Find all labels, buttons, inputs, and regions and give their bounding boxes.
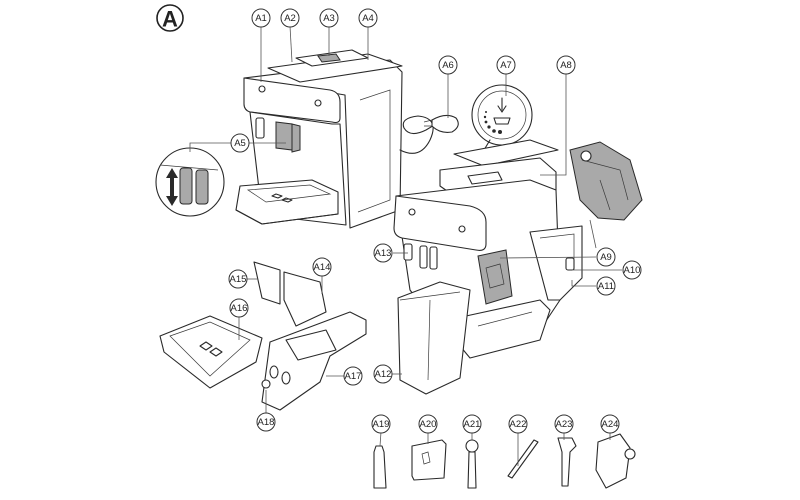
callout-label: A7	[500, 60, 512, 71]
callout-bubble	[343, 366, 363, 386]
callout-label: A9	[600, 252, 612, 263]
callout-a18-drip-tray-full-indicator: A18	[256, 412, 276, 432]
callout-label: A21	[464, 419, 481, 430]
callout-bubble	[556, 55, 576, 75]
callout-label: A15	[230, 274, 247, 285]
callout-label: A24	[602, 419, 619, 430]
callout-a21-measuring-scoop: A21	[462, 414, 482, 434]
brew-group-drawing	[569, 141, 643, 221]
callout-a17-drip-tray: A17	[343, 366, 363, 386]
callout-label: A23	[556, 419, 573, 430]
callout-a11-service-door: A11	[596, 276, 616, 296]
callout-a13-hot-water-spout: A13	[373, 243, 393, 263]
callout-label: A1	[255, 13, 267, 24]
callout-bubble	[438, 55, 458, 75]
callout-bubble	[371, 414, 391, 434]
coffee-machine-front-view	[235, 49, 447, 229]
callout-a20-water-filter: A20	[418, 414, 438, 434]
callout-bubble	[228, 269, 248, 289]
callout-bubble	[312, 257, 332, 277]
callout-label: A6	[442, 60, 454, 71]
callout-bubble	[554, 414, 574, 434]
callout-a24-milk-container: A24	[600, 414, 620, 434]
callout-label: A10	[624, 265, 641, 276]
callout-label: A2	[284, 13, 296, 24]
callout-bubble	[358, 8, 378, 28]
callout-label: A17	[345, 371, 362, 382]
callout-bubble	[319, 8, 339, 28]
callout-a10-service-door-button: A10	[622, 260, 642, 280]
callout-bubble	[230, 133, 250, 153]
callout-bubble	[251, 8, 271, 28]
callout-label: A4	[362, 13, 374, 24]
callout-label: A13	[375, 248, 392, 259]
callout-bubble	[596, 247, 616, 267]
callout-a19-grease-tube: A19	[371, 414, 391, 434]
callout-label: A16	[231, 303, 248, 314]
callout-label: A8	[560, 60, 572, 71]
callout-label: A5	[234, 138, 246, 149]
section-label: A	[156, 4, 184, 32]
callout-bubble	[596, 276, 616, 296]
callout-a6-power-plug: A6	[438, 55, 458, 75]
callout-bubble	[496, 55, 516, 75]
callout-bubble	[600, 414, 620, 434]
callout-a1-control-panel: A1	[251, 8, 271, 28]
callout-bubble	[373, 364, 393, 384]
callout-a23-milk-frother: A23	[554, 414, 574, 434]
callout-a3-bean-hopper-lid-handle: A3	[319, 8, 339, 28]
section-label-text: A	[162, 7, 178, 32]
callout-label: A20	[420, 419, 437, 430]
power-plug-drawing	[423, 114, 459, 133]
callout-label: A19	[373, 419, 390, 430]
callout-a2-machine-top: A2	[280, 8, 300, 28]
callout-a12-water-tank: A12	[373, 364, 393, 384]
accessories-row	[373, 433, 636, 489]
callout-bubble	[418, 414, 438, 434]
callout-bubble	[256, 412, 276, 432]
callout-label: A3	[323, 13, 335, 24]
callout-a4-bean-hopper-lid: A4	[358, 8, 378, 28]
callout-label: A11	[598, 281, 614, 292]
spout-height-detail-inset	[155, 147, 225, 217]
callout-label: A18	[258, 417, 275, 428]
callout-label: A12	[375, 369, 392, 380]
callout-a7-grind-setting-knob: A7	[496, 55, 516, 75]
callout-a14-coffee-grounds-container: A14	[312, 257, 332, 277]
callout-a5-coffee-dispensing-spout: A5	[230, 133, 250, 153]
callout-label: A22	[510, 419, 527, 430]
callout-bubble	[373, 243, 393, 263]
callout-bubble	[229, 298, 249, 318]
callout-a9-brew-group: A9	[596, 247, 616, 267]
leader-lines	[189, 25, 622, 466]
grind-knob-detail	[471, 84, 533, 151]
coffee-machine-side-open-view	[393, 139, 583, 395]
callout-bubble	[508, 414, 528, 434]
callout-bubble	[280, 8, 300, 28]
callout-a8-bean-hopper: A8	[556, 55, 576, 75]
callout-a15-coffee-residue-drawer: A15	[228, 269, 248, 289]
drip-tray-assembly	[159, 261, 367, 411]
callout-a16-drip-tray-cover: A16	[229, 298, 249, 318]
callout-bubble	[622, 260, 642, 280]
callout-a22-water-hardness-test-strip: A22	[508, 414, 528, 434]
callout-label: A14	[314, 262, 331, 273]
callout-bubble	[462, 414, 482, 434]
